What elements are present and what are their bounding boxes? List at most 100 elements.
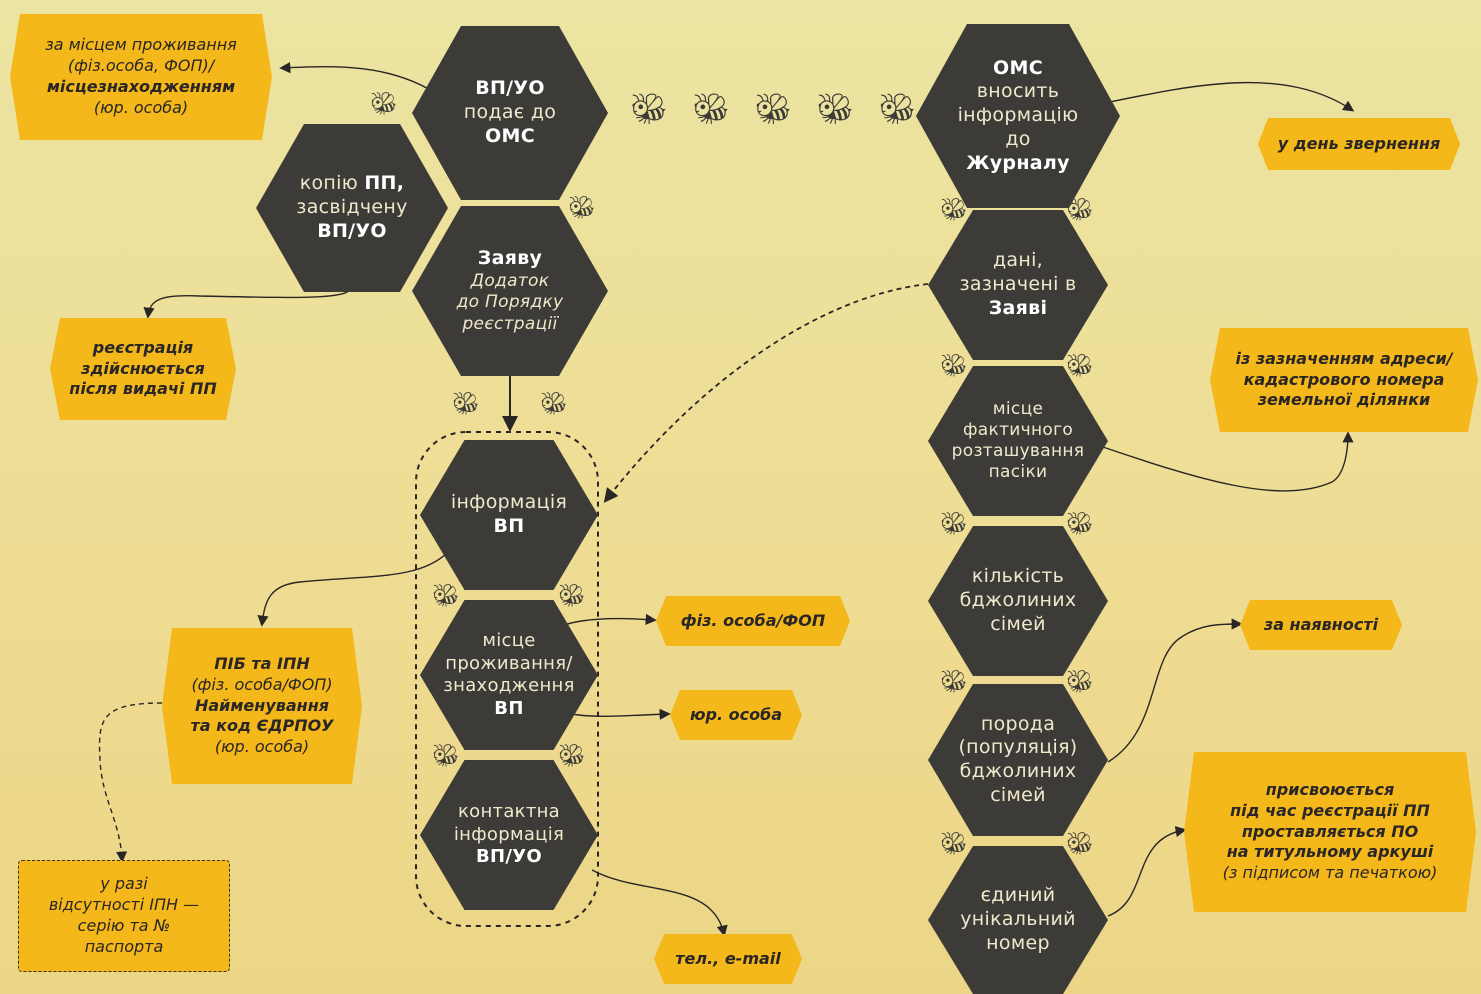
hex-line: кількість [971, 565, 1065, 588]
bee-icon: 🐝︎ [568, 196, 596, 221]
note-no-ipn: у разі відсутності ІПН — серію та № пасп… [18, 860, 230, 972]
note-line: відсутності ІПН — [48, 895, 200, 915]
hex-line: проживання/ [445, 652, 573, 674]
note-line: (юр. особа) [93, 97, 189, 117]
bee-icon: 🐝︎ [878, 92, 917, 127]
note-address: із зазначенням адреси/ кадастрового номе… [1210, 328, 1478, 432]
bee-row: 🐝︎ 🐝︎ 🐝︎ 🐝︎ 🐝︎ [630, 92, 916, 127]
link-unique-assigned [1107, 826, 1187, 917]
note-line: фіз. особа/ФОП [680, 610, 826, 630]
hex-line: ВП/УО [475, 846, 543, 868]
hex-line: інформація [453, 823, 565, 845]
hex-line: до [1005, 127, 1031, 150]
bee-icon: 🐝︎ [940, 354, 968, 379]
note-line: у разі [100, 874, 148, 894]
hex-line: місце [482, 630, 536, 651]
note-line: серію та № [77, 916, 171, 935]
note-line: місцезнаходженням [46, 77, 236, 96]
note-line: на титульному аркуші [1226, 842, 1434, 862]
bee-icon: 🐝︎ [1066, 198, 1094, 223]
note-line: реєстрація [92, 337, 194, 357]
hex-line: інформацію [957, 104, 1079, 127]
hex-oms-enters-journal: ОМС вносить інформацію до Журналу [916, 24, 1120, 208]
hex-line: сімей [990, 612, 1046, 635]
hex-line: ВП [494, 697, 524, 719]
link-breed-available [1107, 618, 1243, 763]
note-line: юр. особа [689, 704, 783, 724]
note-residence: за місцем проживання (фіз.особа, ФОП)/ м… [10, 14, 272, 140]
hex-apiary-location: місце фактичного розташування пасіки [928, 366, 1108, 516]
link-oms-sameday [1089, 81, 1355, 112]
bee-icon: 🐝︎ [940, 832, 968, 857]
note-line: (фіз.особа, ФОП)/ [67, 56, 215, 76]
hex-line: унікальний [960, 908, 1076, 931]
bee-icon: 🐝︎ [1066, 512, 1094, 537]
bee-icon: 🐝︎ [940, 198, 968, 223]
hex-application-data: дані, зазначені в Заяві [928, 210, 1108, 360]
vp-info-group-frame [415, 431, 599, 927]
hex-line: місце [992, 398, 1044, 419]
note-line: (фіз. особа/ФОП) [191, 674, 333, 694]
link-copy-registration [143, 285, 353, 319]
link-submit-residence [279, 62, 441, 97]
note-line: із зазначенням адреси/ [1235, 348, 1453, 368]
hex-line: Заяву [477, 247, 543, 270]
hex-line: інформація [450, 491, 568, 514]
note-line: за місцем проживання [45, 35, 237, 55]
hex-line: дані, [992, 249, 1044, 272]
bee-icon: 🐝︎ [754, 92, 793, 127]
hex-line: номер [986, 931, 1050, 954]
hex-line: реєстрації [462, 313, 558, 334]
hex-line: ОМС [485, 124, 535, 147]
link-contact-tel [591, 869, 728, 937]
hex-copy-pp: копію ПП, засвідчену ВП/УО [256, 124, 448, 292]
bee-icon: 🐝︎ [452, 392, 480, 417]
note-pib-ipn: ПІБ та ІПН (фіз. особа/ФОП) Найменування… [162, 628, 362, 784]
note-line: проставляється ПО [1241, 821, 1419, 841]
note-line: присвоюється [1265, 780, 1395, 799]
link-pib-noipn [98, 702, 163, 863]
bee-icon: 🐝︎ [940, 670, 968, 695]
bee-icon: 🐝︎ [816, 92, 855, 127]
hex-line: ОМС [993, 56, 1043, 79]
bee-icon: 🐝︎ [1066, 832, 1094, 857]
bee-icon: 🐝︎ [1066, 354, 1094, 379]
hex-line: Додаток [470, 271, 550, 291]
bee-icon: 🐝︎ [940, 512, 968, 537]
hex-line: фактичного [962, 419, 1074, 440]
hex-line: бджолиних [959, 589, 1077, 612]
hex-colony-count: кількість бджолиних сімей [928, 526, 1108, 676]
note-line: паспорта [84, 936, 164, 956]
hex-line: до Порядку [456, 292, 564, 313]
hex-line: єдиний [980, 884, 1056, 907]
hex-line: Заяві [988, 296, 1048, 319]
note-if-available: за наявності [1240, 600, 1402, 650]
link-info-pib [257, 551, 449, 627]
hex-line: копію ПП, [299, 172, 405, 195]
hex-line: ВП/УО [317, 219, 387, 242]
note-line: (юр. особа) [214, 737, 310, 757]
note-line: та код ЄДРПОУ [190, 716, 334, 736]
hex-line: порода [980, 712, 1056, 735]
hex-unique-number: єдиний унікальний номер [928, 846, 1108, 994]
bee-icon: 🐝︎ [630, 92, 669, 127]
note-line: здійснюється [81, 358, 205, 378]
hex-line: зазначені в [959, 273, 1077, 296]
note-line: земельної ділянки [1257, 390, 1431, 410]
hex-line: вносить [976, 80, 1060, 103]
hex-line: подає до [463, 101, 557, 124]
hex-line: (популяція) [958, 736, 1078, 759]
note-line: у день звернення [1277, 133, 1441, 153]
hex-line: ВП [493, 515, 525, 537]
hex-line: контактна [457, 801, 561, 823]
note-legal-person: юр. особа [670, 690, 802, 740]
hex-line: ВП/УО [475, 77, 545, 100]
note-line: за наявності [1263, 614, 1379, 634]
hex-line: засвідчену [296, 196, 408, 219]
note-assigned: присвоюється під час реєстрації ПП прост… [1184, 752, 1476, 912]
hex-line: Журналу [966, 151, 1070, 174]
note-line: ПІБ та ІПН [214, 654, 310, 673]
bee-icon: 🐝︎ [540, 392, 568, 417]
bee-icon: 🐝︎ [558, 584, 586, 609]
